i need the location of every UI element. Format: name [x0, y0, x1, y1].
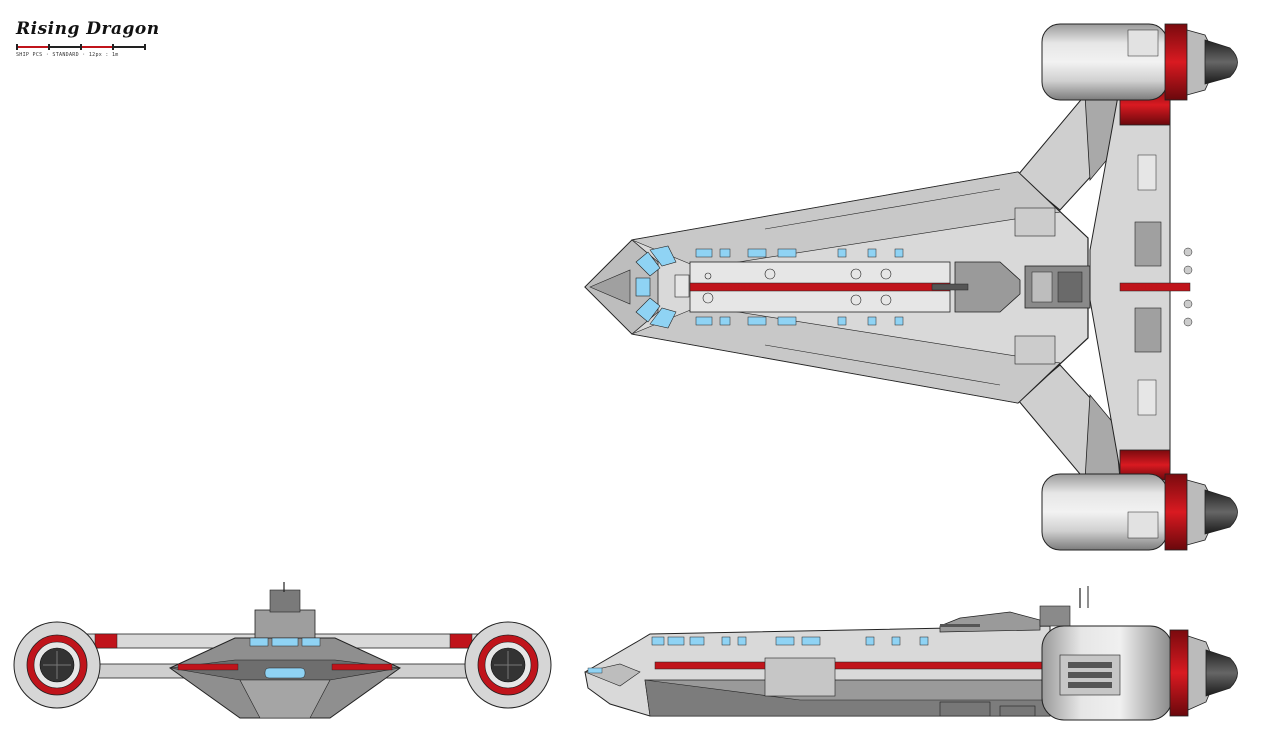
- side-ventral-details: [939, 701, 1036, 717]
- cross-wing: [1089, 84, 1193, 481]
- cockpit-canopy: [635, 245, 677, 329]
- side-engine-pod: [1041, 625, 1238, 721]
- front-hull: [169, 582, 401, 719]
- main-hull: [584, 171, 1089, 404]
- page-title: Rising Dragon: [16, 19, 160, 39]
- hull-marking-fore: ᛋᚲᛟᛚᛚᛞ·ᚠ: [720, 284, 752, 292]
- viewport-windows: [695, 248, 904, 326]
- hull-marking-aft: ᛋᚲᛟᛚᛚᛞ·ᚠ: [1127, 284, 1159, 292]
- scale-caption: SHIP PCS · STANDARD · 12px : 1m: [16, 52, 119, 58]
- side-turret: [939, 586, 1089, 633]
- front-port-engine: [13, 621, 101, 709]
- upper-engine-pod: [1041, 23, 1238, 101]
- lower-engine-pod: [1041, 473, 1238, 551]
- hull-hatches: [702, 268, 892, 306]
- side-windows: [651, 636, 929, 646]
- front-starboard-engine: [464, 621, 552, 709]
- scale-bar: [16, 44, 146, 50]
